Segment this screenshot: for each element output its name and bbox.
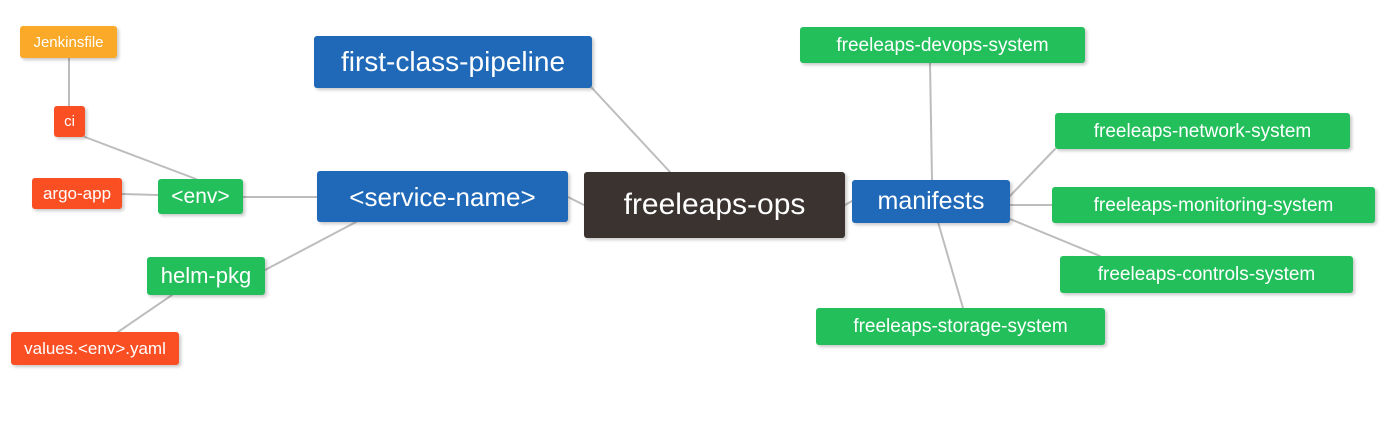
mindmap-node-label: Jenkinsfile xyxy=(33,33,104,51)
mindmap-node-freeleaps-monitoring-system[interactable]: freeleaps-monitoring-system xyxy=(1052,187,1375,223)
mindmap-node-first-class-pipeline[interactable]: first-class-pipeline xyxy=(314,36,592,88)
edge-freeleaps-ops-to-service-name xyxy=(567,196,585,206)
mindmap-node-service-name[interactable]: <service-name> xyxy=(317,171,568,222)
mindmap-node-label: freeleaps-monitoring-system xyxy=(1093,194,1334,216)
mindmap-node-label: freeleaps-ops xyxy=(623,188,806,221)
mindmap-node-label: argo-app xyxy=(42,184,112,203)
edge-env-to-ci xyxy=(84,136,197,180)
edge-service-name-to-helm-pkg xyxy=(264,221,357,271)
mindmap-node-label: helm-pkg xyxy=(160,263,252,288)
mindmap-node-label: freeleaps-devops-system xyxy=(836,34,1049,56)
mindmap-node-label: <service-name> xyxy=(349,181,536,212)
edge-manifests-to-freeleaps-storage-system xyxy=(937,221,964,309)
mindmap-node-freeleaps-network-system[interactable]: freeleaps-network-system xyxy=(1055,113,1350,149)
mindmap-node-label: freeleaps-controls-system xyxy=(1097,264,1316,285)
mindmap-node-env[interactable]: <env> xyxy=(158,179,243,214)
edge-manifests-to-freeleaps-controls-system xyxy=(1009,218,1101,257)
mindmap-node-ci[interactable]: ci xyxy=(54,106,85,137)
mindmap-node-label: ci xyxy=(64,113,75,130)
mindmap-node-freeleaps-ops[interactable]: freeleaps-ops xyxy=(584,172,845,238)
mindmap-node-freeleaps-controls-system[interactable]: freeleaps-controls-system xyxy=(1060,256,1353,293)
mindmap-node-helm-pkg[interactable]: helm-pkg xyxy=(147,257,265,295)
mindmap-node-label: values.<env>.yaml xyxy=(24,339,166,358)
mindmap-node-freeleaps-devops-system[interactable]: freeleaps-devops-system xyxy=(800,27,1085,63)
edge-helm-pkg-to-values-env-yaml xyxy=(117,294,173,333)
edge-env-to-argo-app xyxy=(121,193,159,196)
edge-freeleaps-ops-to-first-class-pipeline xyxy=(591,87,671,173)
edge-manifests-to-freeleaps-devops-system xyxy=(929,62,933,181)
mindmap-node-values-env-yaml[interactable]: values.<env>.yaml xyxy=(11,332,179,365)
edge-manifests-to-freeleaps-network-system xyxy=(1009,148,1056,197)
mindmap-node-Jenkinsfile[interactable]: Jenkinsfile xyxy=(20,26,117,58)
mindmap-node-label: freeleaps-storage-system xyxy=(853,316,1068,337)
mindmap-node-label: <env> xyxy=(171,185,230,208)
mindmap-node-manifests[interactable]: manifests xyxy=(852,180,1010,223)
mindmap-node-freeleaps-storage-system[interactable]: freeleaps-storage-system xyxy=(816,308,1105,345)
edge-freeleaps-ops-to-manifests xyxy=(844,200,853,206)
mindmap-node-argo-app[interactable]: argo-app xyxy=(32,178,122,209)
mindmap-node-label: first-class-pipeline xyxy=(340,46,566,77)
mindmap-node-label: manifests xyxy=(877,187,985,215)
mindmap-node-label: freeleaps-network-system xyxy=(1093,120,1312,142)
